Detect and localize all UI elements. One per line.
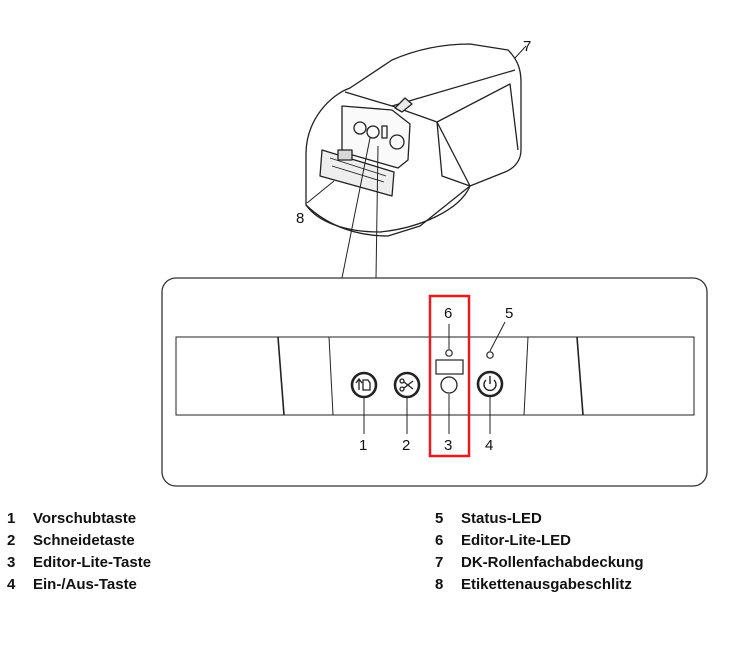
panel-led-icon: [381, 125, 388, 139]
status-led: [486, 351, 494, 359]
power-icon: [483, 376, 497, 392]
zoom-connector-right: [375, 145, 379, 279]
printer-illustration: [305, 43, 522, 237]
callout-8: 8: [296, 210, 304, 227]
callout-5: 5: [505, 305, 513, 322]
panel-button-icon: [366, 125, 380, 139]
scissors-icon: [399, 378, 414, 392]
callout-6: 6: [444, 305, 452, 322]
editor-lite-highlight-box: [428, 294, 471, 458]
leader-line-7: [514, 45, 527, 59]
callout-7: 7: [523, 38, 531, 55]
detail-leader-lines: [363, 321, 506, 434]
callout-4: 4: [485, 437, 493, 454]
callout-1: 1: [359, 437, 367, 454]
cutter-button[interactable]: [393, 371, 421, 399]
editor-lite-led: [445, 349, 453, 357]
feed-button[interactable]: [350, 371, 378, 399]
feed-icon: [355, 377, 371, 391]
power-button[interactable]: [476, 370, 504, 398]
zoom-connector-left: [341, 137, 371, 279]
callout-2: 2: [402, 437, 410, 454]
callout-3: 3: [444, 437, 452, 454]
editor-lite-button[interactable]: [440, 376, 458, 394]
label-exit-slot: [319, 149, 395, 197]
panel-button-icon: [353, 121, 367, 135]
printer-body: [305, 43, 522, 233]
leader-line-8: [306, 180, 335, 204]
panel-strip: [175, 336, 695, 416]
editor-lite-window: [435, 359, 464, 375]
printer-diagram: 7 8: [161, 38, 708, 487]
panel-button-icon: [389, 134, 405, 150]
